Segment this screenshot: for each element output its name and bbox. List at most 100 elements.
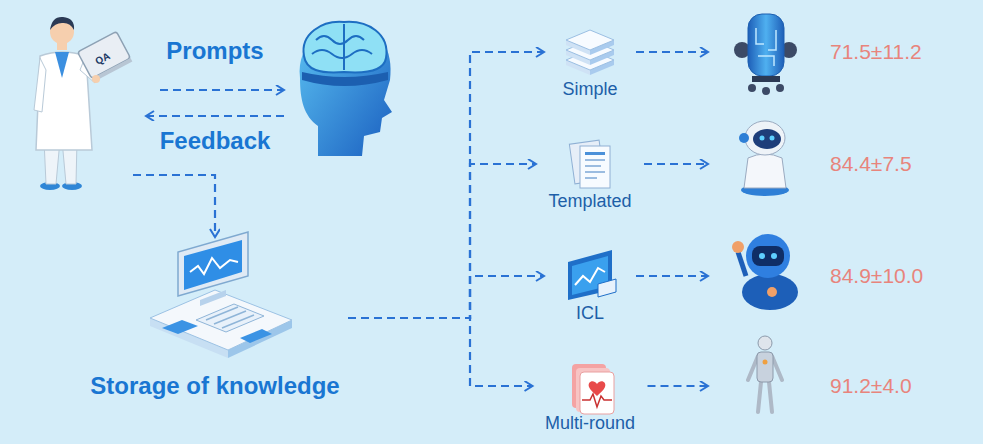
dashed-connector: [636, 275, 708, 277]
score-value: 84.9±10.0: [830, 264, 923, 288]
computer-illustration: [150, 232, 292, 358]
dashed-connector: [348, 164, 536, 318]
robot-1: [776, 84, 784, 92]
flow-label: Prompts: [166, 37, 263, 65]
storage-node: Storage of knowledge: [82, 235, 348, 401]
brain-head: [312, 24, 372, 70]
score-value: 91.2±4.0: [830, 374, 912, 398]
result-node: 91.2±4.0: [712, 341, 962, 431]
method-node: Templated: [542, 138, 638, 212]
prompt-feedback-arrows: [146, 90, 284, 116]
templated-icon: [585, 152, 605, 155]
robot-2: [760, 136, 765, 141]
computer-illustration: [196, 304, 264, 332]
result-node: 84.4±7.5: [712, 119, 962, 209]
doctor-figure: [34, 58, 46, 112]
doctor-figure: [92, 75, 100, 83]
brain-head: [302, 72, 388, 86]
doctor-figure: [78, 31, 133, 82]
icl-icon: [575, 268, 605, 285]
node-label: ICL: [576, 302, 604, 324]
robot-4: [748, 356, 782, 412]
robot-1: [762, 87, 770, 95]
robot-1: [756, 28, 776, 66]
multi-round-icon: [582, 394, 612, 407]
prompt-feedback-arrows: [160, 89, 284, 91]
robot-4: [757, 352, 773, 382]
robot-2: [744, 154, 786, 188]
dashed-connector: [348, 52, 544, 318]
simple-icon: [566, 30, 614, 50]
robot-3: [746, 234, 790, 278]
robot-2: [753, 129, 781, 149]
computer-illustration: [178, 232, 248, 296]
doctor-figure: [50, 17, 74, 30]
computer-illustration: [190, 258, 238, 274]
score-value: 84.4±7.5: [830, 152, 912, 176]
computer-illustration: [184, 240, 242, 290]
dashed-connector: [133, 175, 215, 237]
score-value: 71.5±11.2: [830, 40, 922, 64]
node-label: Multi-round: [545, 412, 635, 434]
node-label: Templated: [548, 190, 631, 212]
method-node: Simple: [550, 26, 630, 100]
robot-4: [763, 360, 768, 365]
dashed-connector: [648, 385, 709, 387]
templated-icon: [585, 165, 601, 167]
robot-2: [739, 133, 749, 143]
icl-icon: [598, 279, 616, 297]
multi-round-icon: [572, 364, 614, 414]
dashed-connector: [348, 276, 544, 318]
robot-1: [748, 84, 756, 92]
laptop-text: QA: [93, 50, 111, 67]
node-label: Storage of knowledge: [90, 371, 339, 401]
robot-1: [734, 14, 797, 95]
prompt-feedback-arrows: [146, 115, 284, 117]
doctor-figure: [34, 17, 132, 190]
robot-3: [759, 253, 765, 259]
icl-icon: [568, 250, 616, 300]
computer-illustration: [150, 290, 292, 350]
robot-4: [748, 336, 782, 412]
templated-icon: [585, 171, 605, 173]
robot-3: [738, 252, 746, 276]
dashed-connector: [348, 318, 533, 386]
result-node: 71.5±11.2: [712, 7, 962, 97]
robot-3: [732, 234, 798, 310]
robot-2: [770, 136, 775, 141]
flow-label: Feedback: [160, 127, 271, 155]
multi-round-icon: [589, 381, 606, 396]
templated-icon: [569, 140, 610, 188]
node-label: Simple: [562, 78, 617, 100]
computer-illustration: [200, 290, 226, 306]
label-wrap: Prompts: [166, 37, 263, 65]
dashed-connector: [636, 51, 708, 53]
doctor-figure: [78, 31, 131, 78]
doctor-figure: [55, 52, 69, 78]
robot-1: [752, 76, 780, 82]
robot-3: [767, 287, 777, 297]
brain-head: [304, 22, 387, 73]
robot-3: [732, 241, 744, 253]
templated-icon: [585, 159, 605, 161]
templated-icon: [580, 146, 610, 188]
templated-icon: [585, 177, 597, 179]
robot-4: [758, 336, 772, 350]
label-wrap: Feedback: [160, 127, 271, 155]
robot-3: [752, 246, 784, 266]
computer-illustration: [240, 329, 272, 343]
method-node: ICL: [550, 250, 630, 324]
robot-1: [748, 14, 784, 76]
robot-3: [771, 253, 777, 259]
doctor-node: QA: [15, 8, 133, 193]
robot-2: [739, 121, 789, 196]
simple-icon: [566, 30, 614, 75]
robot-2: [745, 121, 785, 155]
dashed-connector: [644, 163, 708, 165]
robot-3: [742, 274, 798, 310]
result-node: 84.9±10.0: [712, 231, 962, 321]
computer-illustration: [206, 307, 254, 328]
method-node: Multi-round: [539, 360, 642, 434]
multi-round-icon: [580, 372, 614, 414]
